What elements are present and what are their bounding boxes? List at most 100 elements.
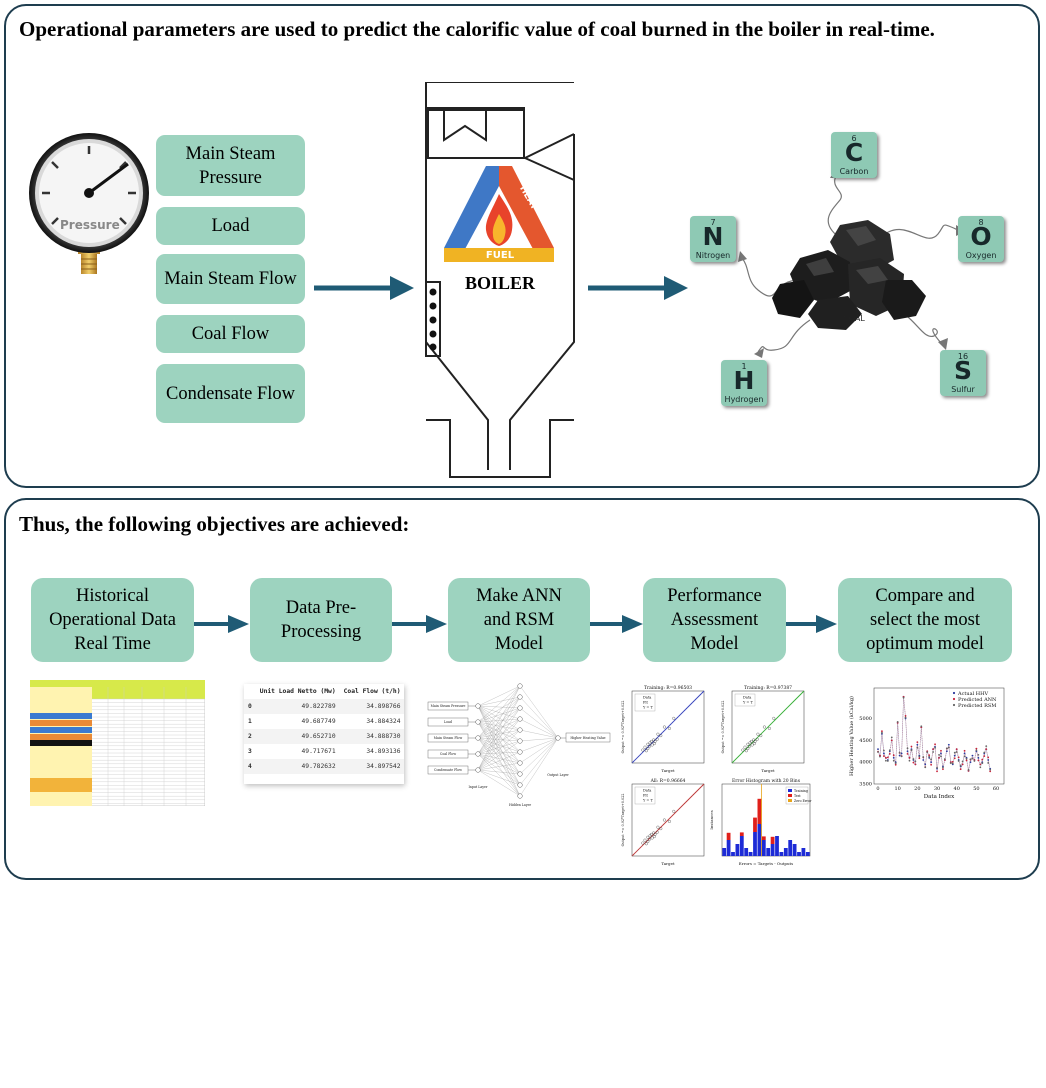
ann-input-layer-label: Input Layer [469,785,488,789]
predicted-rsm-point [916,746,919,749]
actual-hhv-point [883,752,885,755]
histogram-bar [739,832,744,836]
param-main-steam-pressure: Main Steam Pressure [156,135,305,196]
predicted-rsm-point [894,762,897,765]
actual-hhv-point [987,759,990,761]
actual-hhv-point [953,754,956,757]
histogram-x-label: Errors = Targets - Outputs [739,861,793,866]
actual-hhv-point [977,756,980,759]
actual-hhv-point [922,759,925,761]
param-load: Load [156,207,305,245]
dataframe-thumbnail: Unit Load Netto (Mw)Coal Flow (t/h)FEGT … [244,684,404,784]
stage-compare-select: Compare and select the most optimum mode… [838,578,1012,662]
predicted-rsm-point [890,736,893,739]
ann-input-label: Load [444,720,452,724]
table-cell: 34.884324 [366,718,401,725]
flow-arrow-4 [786,615,837,633]
arrow-to-boiler [314,276,414,300]
table-cell: 49.782632 [255,759,340,774]
y-axis-label: Higher Heating Value (kCal/kg) [848,696,855,776]
gauge-label: Pressure [60,218,120,232]
x-tick-label: 30 [934,786,940,792]
ann-hidden-node [517,782,523,788]
predicted-ann-point [940,749,942,752]
data-point [662,818,666,822]
actual-hhv-point [906,750,909,753]
data-point [759,734,763,738]
table-header [244,684,256,699]
data-point [746,747,750,751]
histogram-bar [783,848,788,856]
ann-input-node [475,767,481,773]
predicted-rsm-point [981,762,984,765]
table-cell: 34.888730 [339,729,404,744]
ann-input-box [427,717,469,727]
ann-input-box [427,701,469,711]
histogram-bar [726,832,731,840]
spreadsheet-thumbnail [30,680,205,806]
stage-ann-rsm-model: Make ANN and RSM Model [448,578,590,662]
predicted-rsm-point [908,759,911,762]
predicted-rsm-point [967,769,970,771]
predicted-rsm-point [949,762,952,765]
ann-output-node [555,735,561,741]
predicted-ann-point [938,756,940,759]
flow-arrow-1 [194,615,249,633]
table-header: Coal Flow (t/h) [343,688,401,695]
histogram-bar [735,844,740,856]
table-cell: 34.893136 [366,748,401,755]
table-cell: 0 [244,699,256,714]
ann-hidden-node [517,705,523,711]
histogram-bar [766,848,771,856]
table-header: Unit Load Netto (Mw) [259,688,336,695]
legend-entry: Fit [643,794,649,798]
predicted-ann-point [989,770,992,773]
table-cell: 34.898766 [339,699,404,714]
data-point [643,838,647,842]
actual-hhv-point [947,743,950,746]
predicted-rsm-point [906,747,909,750]
predicted-ann-point [884,756,887,759]
predicted-rsm-point [892,759,895,762]
legend-entry: Predicted RSM [958,703,996,709]
actual-hhv-point [940,752,942,755]
ann-input-box [427,749,469,759]
predicted-ann-point [914,763,917,766]
predicted-ann-point [890,739,893,742]
predicted-rsm-point [938,753,940,756]
data-point [649,739,653,743]
element-carbon: 6 C Carbon [831,132,877,178]
data-point [750,743,754,747]
triangle-fuel-label: FUEL [485,250,515,261]
y-tick-label: 3500 [859,782,872,788]
histogram-bar [761,836,766,840]
data-point [652,742,656,746]
histogram-bar [801,848,806,856]
data-point [647,744,651,748]
predicted-ann-point [963,749,966,752]
data-point [749,739,753,743]
predicted-ann-point [930,763,933,766]
predicted-ann-point [888,752,891,755]
actual-hhv-point [924,763,927,766]
predicted-ann-line [877,696,991,772]
predicted-rsm-point [945,747,948,750]
ann-hidden-node [517,683,523,689]
predicted-rsm-point [918,755,921,758]
predicted-rsm-point [934,746,936,749]
predicted-rsm-point [932,751,934,753]
histogram-bar [757,824,762,856]
predicted-ann-point [942,768,944,771]
histogram-bar [770,844,775,856]
data-point [650,836,654,840]
predicted-rsm-point [886,760,889,762]
stage-historical-data: Historical Operational Data Real Time [31,578,194,662]
predicted-rsm-point [985,745,988,748]
data-point [659,734,663,738]
